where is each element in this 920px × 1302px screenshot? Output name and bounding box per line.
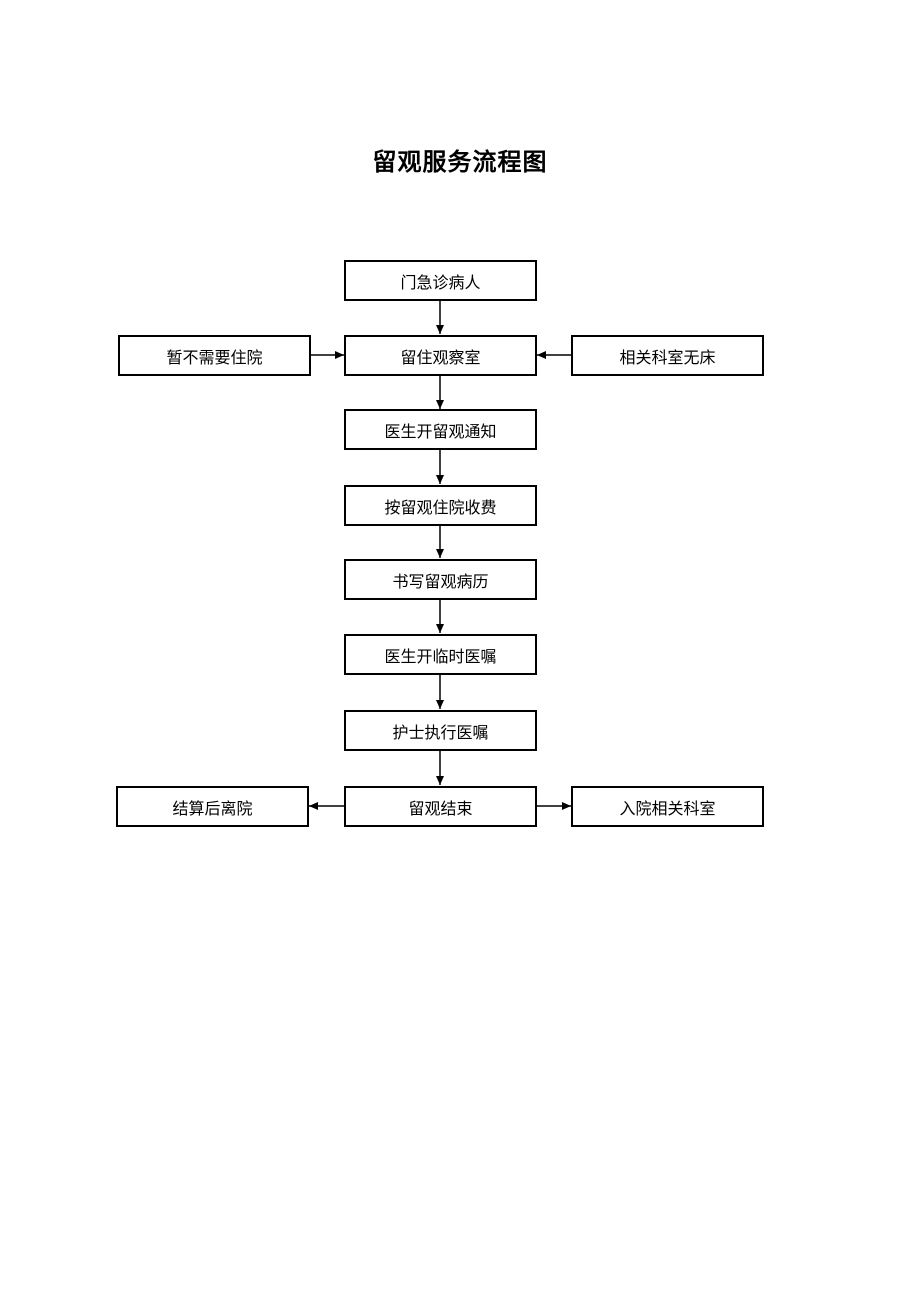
- node-doctor-notice: 医生开留观通知: [344, 409, 537, 450]
- node-temp-orders: 医生开临时医嘱: [344, 634, 537, 675]
- node-admit-department: 入院相关科室: [571, 786, 764, 827]
- node-observation-room: 留住观察室: [344, 335, 537, 376]
- node-discharge-after-settlement: 结算后离院: [116, 786, 309, 827]
- node-medical-record: 书写留观病历: [344, 559, 537, 600]
- node-observation-end: 留观结束: [344, 786, 537, 827]
- node-nurse-execute: 护士执行医嘱: [344, 710, 537, 751]
- node-billing: 按留观住院收费: [344, 485, 537, 526]
- page-title: 留观服务流程图: [372, 147, 548, 176]
- node-outpatient: 门急诊病人: [344, 260, 537, 301]
- node-no-bed-available: 相关科室无床: [571, 335, 764, 376]
- node-no-admission-needed: 暂不需要住院: [118, 335, 311, 376]
